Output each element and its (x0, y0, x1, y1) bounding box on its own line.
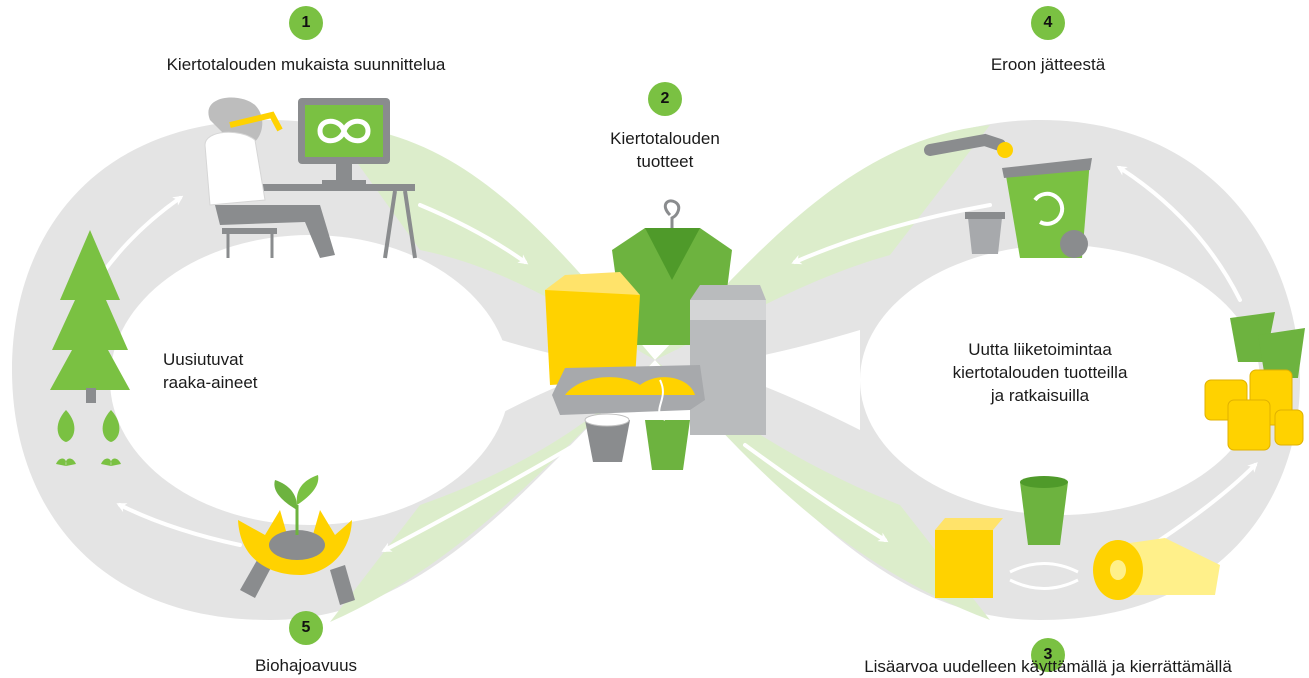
cup-icon (1020, 482, 1068, 545)
step-3-badge: 3 (1031, 638, 1065, 672)
flow-arrows (83, 165, 1258, 552)
step-2-label-line2: tuotteet (636, 152, 694, 171)
product-cluster (545, 199, 766, 470)
arrow-design-to-products (418, 203, 529, 265)
step-1-badge: 1 (289, 6, 323, 40)
arrow-products-to-biodegrade (381, 443, 577, 552)
arrow-biodegrade-to-left (116, 503, 242, 547)
step-4-label: Eroon jätteestä (990, 55, 1106, 74)
inner-right-line2: kiertotalouden tuotteilla (952, 363, 1128, 382)
step-2-label-line1: Kiertotalouden (610, 129, 720, 148)
arrow-reuse-up (1158, 462, 1258, 542)
tree-icon (50, 230, 130, 403)
coins-icon (1204, 312, 1305, 451)
box-icon (545, 285, 640, 385)
hanger-icon (663, 199, 681, 228)
arrow-bin-to-products (791, 203, 992, 265)
grey-cup (585, 420, 630, 462)
arrow-right-side-up (1116, 165, 1242, 302)
box-icon (935, 530, 993, 598)
cup-icon (645, 420, 690, 470)
designer-at-computer-icon (204, 97, 417, 259)
inner-right-line3: ja ratkaisuilla (990, 386, 1090, 405)
inner-left-line2: raaka-aineet (163, 373, 258, 392)
step-4-badge: 4 (1031, 6, 1065, 40)
inner-right-line1: Uutta liiketoimintaa (968, 340, 1112, 359)
trash-bin-icon (924, 133, 1092, 258)
hands-with-sprout-icon (238, 475, 355, 605)
seedling-icon (56, 410, 121, 466)
step-3-label: Lisäarvoa uudelleen käyttämällä ja kierr… (864, 657, 1232, 676)
step-5-badge: 5 (289, 611, 323, 645)
reuse-items (935, 476, 1220, 600)
step-1-label: Kiertotalouden mukaista suunnittelua (166, 55, 446, 74)
step-5-label: Biohajoavuus (254, 656, 358, 675)
recycle-icon (1033, 191, 1065, 226)
milk-carton-icon (690, 285, 766, 435)
arrow-products-to-reuse (743, 443, 889, 543)
inner-left-line1: Uusiutuvat (163, 350, 244, 369)
step-2-badge: 2 (648, 82, 682, 116)
